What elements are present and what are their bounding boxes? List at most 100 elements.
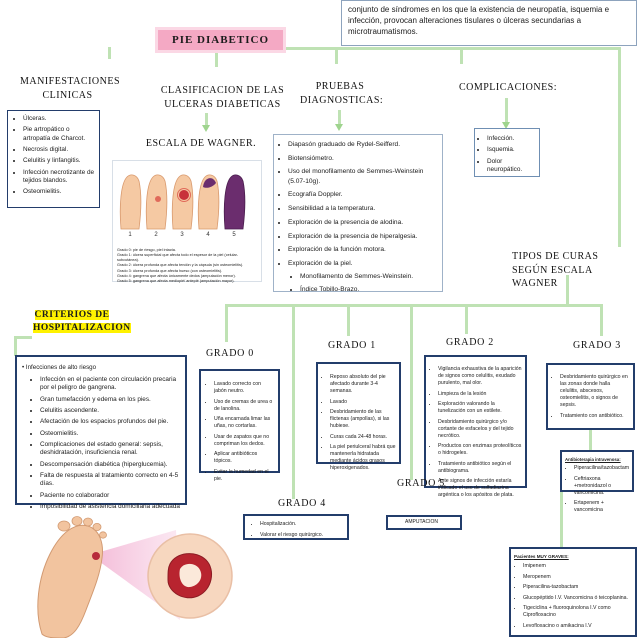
foot-grade-1 xyxy=(119,174,142,230)
grado-5-box: AMPUTACION xyxy=(386,515,462,530)
muy-graves-item: Levofloxacino o amikacina I.V xyxy=(523,623,632,630)
antibioterapia-box: Antibioterapia intravenosa: Piperacilina… xyxy=(560,450,634,513)
wagner-legend-line: Grado 1: úlcera superficial que afecta t… xyxy=(117,253,239,263)
grado-1-item: La piel periulceral habrá que mantenerla… xyxy=(330,444,396,472)
heading-clasificacion: CLASIFICACION DE LAS ULCERAS DIABETICAS xyxy=(160,85,285,110)
foot-ulcer-illustration xyxy=(37,516,233,638)
criterio-item: Infección en el paciente con circulación… xyxy=(40,376,180,393)
grado-2-box: Vigilancia exhaustiva de la aparición de… xyxy=(424,355,527,498)
grado-2-label: GRADO 2 xyxy=(446,337,494,348)
manifestacion-item: Pie artropático o artropatía de Charcot. xyxy=(23,126,96,143)
grado-2-item: Vigilancia exhaustiva de la aparición de… xyxy=(438,366,522,387)
antibioterapia-list: Piperacilina/tazobactamCeftriaxona +metr… xyxy=(565,465,629,514)
grado-0-item: Uso de cremas de urea o de lanolina. xyxy=(214,399,275,413)
connector-complicaciones-box xyxy=(505,98,508,124)
grado-4-box: Hospitalización.Valorar el riesgo quirúr… xyxy=(243,514,349,540)
foot-sole-icon xyxy=(37,516,107,638)
definition-text: conjunto de síndromes en los que la exis… xyxy=(348,5,610,37)
grado-4-label: GRADO 4 xyxy=(278,498,326,509)
heading-pruebas: PRUEBAS DIAGNOSTICAS: xyxy=(300,81,384,106)
grado-5-text: AMPUTACION xyxy=(405,519,438,525)
complicaciones-box: Infección.Isquemia.Dolor neuropático. xyxy=(474,128,540,177)
foot-number: 1 xyxy=(128,232,132,237)
antibioterapia-item: Ceftriaxona +metronidazol o vancomicina. xyxy=(574,476,629,497)
grado-3-item: Tratamiento con antibiótico. xyxy=(560,413,630,420)
connector-g4 xyxy=(292,304,295,499)
grado-1-label: GRADO 1 xyxy=(328,340,376,351)
grado-3-label: GRADO 3 xyxy=(573,340,621,351)
connector-g2 xyxy=(465,304,468,334)
definition-box: conjunto de síndromes en los que la exis… xyxy=(341,0,637,46)
grado-3-item: Desbridamiento quirúrgico en las zonas d… xyxy=(560,374,630,409)
connector-tipos-down xyxy=(566,275,569,306)
foot-number: 4 xyxy=(206,232,210,237)
wagner-legend: Grado 0: pie de riesgo, piel intacta.Gra… xyxy=(117,248,257,284)
criterio-item: Celulitis ascendente. xyxy=(40,407,180,415)
criterio-item: Imposibilidad de asistencia domiciliaria… xyxy=(40,503,180,511)
grado-1-box: Reposo absoluto del pie afectado durante… xyxy=(316,362,401,471)
grado-5-label: GRADO 5 xyxy=(397,478,445,489)
criterios-intro: • Infecciones de alto riesgo xyxy=(22,364,97,371)
pruebas-list: Diapasón graduado de Rydel-Seifferd. Biot… xyxy=(278,140,438,268)
connector-g3 xyxy=(600,304,603,336)
criterios-box: • Infecciones de alto riesgo Infección e… xyxy=(15,355,187,510)
manifestacion-item: Infección necrotizante de tejidos blando… xyxy=(23,169,96,186)
foot-number: 3 xyxy=(180,232,184,237)
page-title: PIE DIABETICO xyxy=(171,34,270,46)
complicacion-item: Dolor neuropático. xyxy=(487,158,536,175)
prueba-item: Exploración de la piel. xyxy=(288,259,438,268)
connector-criterios-h xyxy=(14,336,32,339)
complicacion-item: Isquemia. xyxy=(487,146,536,154)
prueba-item: Exploración de la presencia de hiperalge… xyxy=(288,232,438,241)
criterios-intro-text: Infecciones de alto riesgo xyxy=(25,364,97,371)
connector-muygraves xyxy=(560,492,563,548)
manifestacion-item: Osteomielitis. xyxy=(23,188,96,196)
muy-graves-item: Meropenem xyxy=(523,574,632,581)
connector-g0 xyxy=(225,304,228,342)
wagner-legend-line: Grado 5: gangrena que afecta mediopié/ a… xyxy=(117,278,235,283)
foot-number: 2 xyxy=(154,232,158,237)
grado-2-item: Desbridamiento quirúrgico y/o cortante d… xyxy=(438,419,522,440)
criterios-heading: CRITERIOS DE HOSPITALIZACION xyxy=(33,309,131,335)
connector-antibio xyxy=(589,430,592,450)
grado-2-item: Ante signos de infección estaría indicad… xyxy=(438,478,522,499)
grado-1-list: Reposo absoluto del pie afectado durante… xyxy=(321,374,396,472)
prueba-sub-item: Índice Tobillo-Brazo. xyxy=(300,285,438,294)
grado-1-item: Curas cada 24-48 horas. xyxy=(330,434,396,441)
prueba-item: Diapasón graduado de Rydel-Seifferd. xyxy=(288,140,438,149)
antibioterapia-item: Ertapenem + vancomicina xyxy=(574,500,629,514)
connector-to-clasificacion xyxy=(215,47,218,67)
criterio-item: Complicaciones del estado general: sepsi… xyxy=(40,441,180,458)
grado-0-item: Evitar la humedad en el pie. xyxy=(214,469,275,483)
arrow-down-icon xyxy=(335,124,343,131)
criterio-item: Afectación de los espacios profundos del… xyxy=(40,418,180,426)
prueba-item: Sensibilidad a la temperatura. xyxy=(288,204,438,213)
prueba-item: Biotensiómetro. xyxy=(288,154,438,163)
ulcer-closeup-icon xyxy=(147,533,233,619)
wagner-feet-illustration: 1 2 3 4 5 xyxy=(119,174,246,238)
grado-2-item: Limpieza de la lesión xyxy=(438,391,522,398)
criterio-item: Gran tumefacción y edema en los pies. xyxy=(40,396,180,404)
arrow-down-icon xyxy=(202,125,210,132)
connector-to-manifestaciones xyxy=(108,47,111,59)
grado-1-item: Reposo absoluto del pie afectado durante… xyxy=(330,374,396,395)
wagner-legend-line: Grado 2: úlcera profunda que afecta tend… xyxy=(117,263,244,268)
criterios-list: Infección en el paciente con circulación… xyxy=(22,376,180,511)
heading-tipos-curas: TIPOS DE CURAS SEGÚN ESCALA WAGNER xyxy=(512,251,599,289)
grado-2-item: Tratamiento antibiótico según el antibio… xyxy=(438,461,522,475)
prueba-sub-item: Monofilamento de Semmes-Weinstein. xyxy=(300,272,438,281)
criterio-item: Osteomielitis. xyxy=(40,430,180,438)
antibioterapia-title: Antibioterapia intravenosa: xyxy=(565,457,621,462)
complicaciones-list: Infección.Isquemia.Dolor neuropático. xyxy=(478,135,536,174)
grado-4-item: Hospitalización. xyxy=(260,521,344,528)
grado-0-item: Lavado correcto con jabón neutro. xyxy=(214,381,275,395)
connector-pruebas-box xyxy=(338,110,341,126)
prueba-item: Ecografía Doppler. xyxy=(288,190,438,199)
grado-0-item: Usar de zapatos que no compriman los ded… xyxy=(214,434,275,448)
muy-graves-item: Piperacilina-tazobactam xyxy=(523,584,632,591)
manifestacion-item: Úlceras. xyxy=(23,115,96,123)
criterio-item: Falta de respuesta al tratamiento correc… xyxy=(40,472,180,489)
arrow-down-icon xyxy=(502,122,510,129)
heading-wagner-scale: ESCALA DE WAGNER. xyxy=(145,138,257,149)
muy-graves-item: Imipenem xyxy=(523,563,632,570)
